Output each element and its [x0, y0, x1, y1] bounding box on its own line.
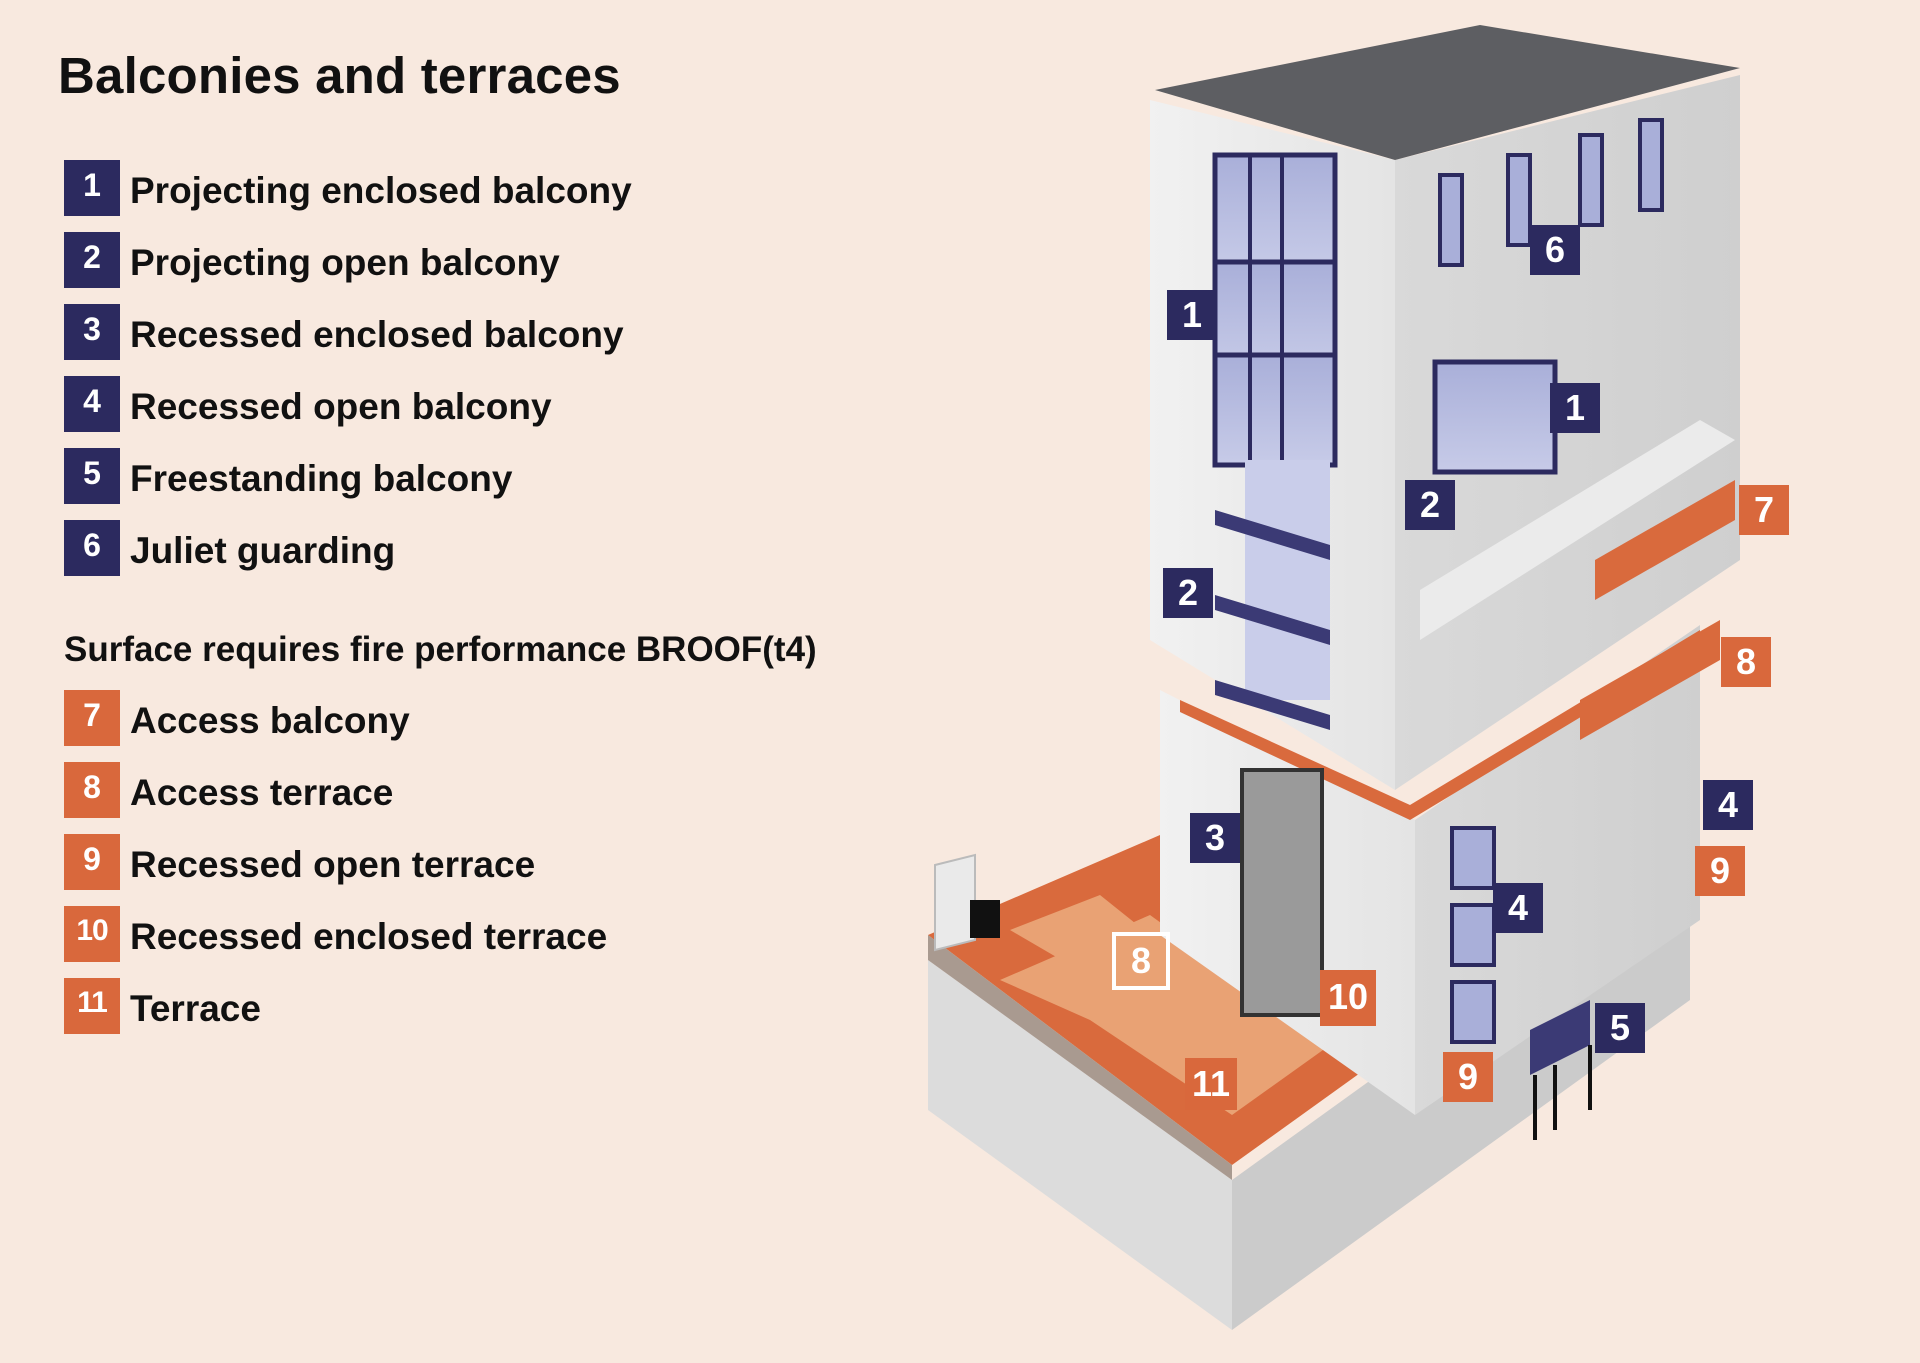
marker: 11	[1185, 1058, 1237, 1110]
legend-label: Freestanding balcony	[130, 458, 513, 499]
projecting-enclosed-balcony-small	[1432, 359, 1558, 475]
access-balcony-7-floor	[1595, 480, 1735, 600]
fire-performance-heading: Surface requires fire performance BROOF(…	[64, 630, 817, 669]
projecting-open-balconies	[1215, 460, 1330, 730]
marker-label: 4	[1508, 887, 1528, 928]
legend-label: Access terrace	[130, 772, 394, 813]
legend-badge: 4	[64, 376, 120, 432]
terrace-light-zone	[1000, 915, 1330, 1115]
marker-label: 7	[1754, 489, 1774, 530]
legend-label: Recessed enclosed balcony	[130, 314, 624, 355]
recessed-open-balcony-windows	[1450, 826, 1496, 1044]
access-terrace-8-railing	[1580, 620, 1720, 740]
marker-label: 2	[1178, 572, 1198, 613]
freestanding-balcony	[1530, 1000, 1592, 1140]
projecting-enclosed-balcony-stack	[1212, 152, 1338, 468]
legend-badge: 1	[64, 160, 120, 216]
marker-label: 8	[1131, 940, 1151, 981]
legend-label: Access balcony	[130, 700, 410, 741]
legend-badge: 9	[64, 834, 120, 890]
legend-label: Projecting enclosed balcony	[130, 170, 632, 211]
legend-badge: 3	[64, 304, 120, 360]
legend-badge: 6	[64, 520, 120, 576]
recessed-enclosed-balcony	[1240, 768, 1324, 1017]
diagram-title: Balconies and terraces	[58, 47, 621, 104]
marker: 5	[1595, 1003, 1645, 1053]
marker-label: 2	[1420, 484, 1440, 525]
marker-label: 9	[1458, 1056, 1478, 1097]
juliet-guarding-windows	[1438, 118, 1664, 267]
marker: 10	[1320, 970, 1376, 1026]
marker-label: 8	[1736, 641, 1756, 682]
marker-label: 6	[1545, 229, 1565, 270]
legend-label: Terrace	[130, 988, 261, 1029]
marker-label: 10	[1328, 976, 1368, 1017]
marker: 3	[1190, 813, 1240, 863]
terrace-slab-edge	[928, 935, 1232, 1180]
marker: 9	[1443, 1052, 1493, 1102]
access-balcony-7	[1420, 420, 1735, 640]
marker-label: 1	[1182, 294, 1202, 335]
roof	[1155, 25, 1740, 160]
legend-label: Recessed open terrace	[130, 844, 536, 885]
marker: 1	[1167, 290, 1217, 340]
marker: 1	[1550, 383, 1600, 433]
marker: 8	[1112, 932, 1170, 990]
marker: 7	[1739, 485, 1789, 535]
marker: 9	[1695, 846, 1745, 896]
legend-badge: 2	[64, 232, 120, 288]
podium-front-face	[928, 960, 1232, 1330]
legend-badge: 11	[64, 978, 120, 1034]
marker-label: 11	[1192, 1063, 1230, 1104]
marker: 8	[1721, 637, 1771, 687]
marker-label: 4	[1718, 784, 1738, 825]
marker: 6	[1530, 225, 1580, 275]
legend-badge: 7	[64, 690, 120, 746]
marker-label: 3	[1205, 817, 1225, 858]
marker: 4	[1493, 883, 1543, 933]
marker-label: 5	[1610, 1007, 1630, 1048]
marker: 2	[1163, 568, 1213, 618]
legend-badge: 10	[64, 906, 120, 962]
legend-label: Recessed open balcony	[130, 386, 552, 427]
legend-label: Juliet guarding	[130, 530, 396, 571]
marker: 4	[1703, 780, 1753, 830]
legend-badge: 8	[64, 762, 120, 818]
exit-stair-housing	[934, 853, 1000, 952]
marker-label: 9	[1710, 850, 1730, 891]
legend-label: Recessed enclosed terrace	[130, 916, 608, 957]
legend-badge: 5	[64, 448, 120, 504]
marker-label: 1	[1565, 387, 1585, 428]
legend-label: Projecting open balcony	[130, 242, 560, 283]
marker: 2	[1405, 480, 1455, 530]
